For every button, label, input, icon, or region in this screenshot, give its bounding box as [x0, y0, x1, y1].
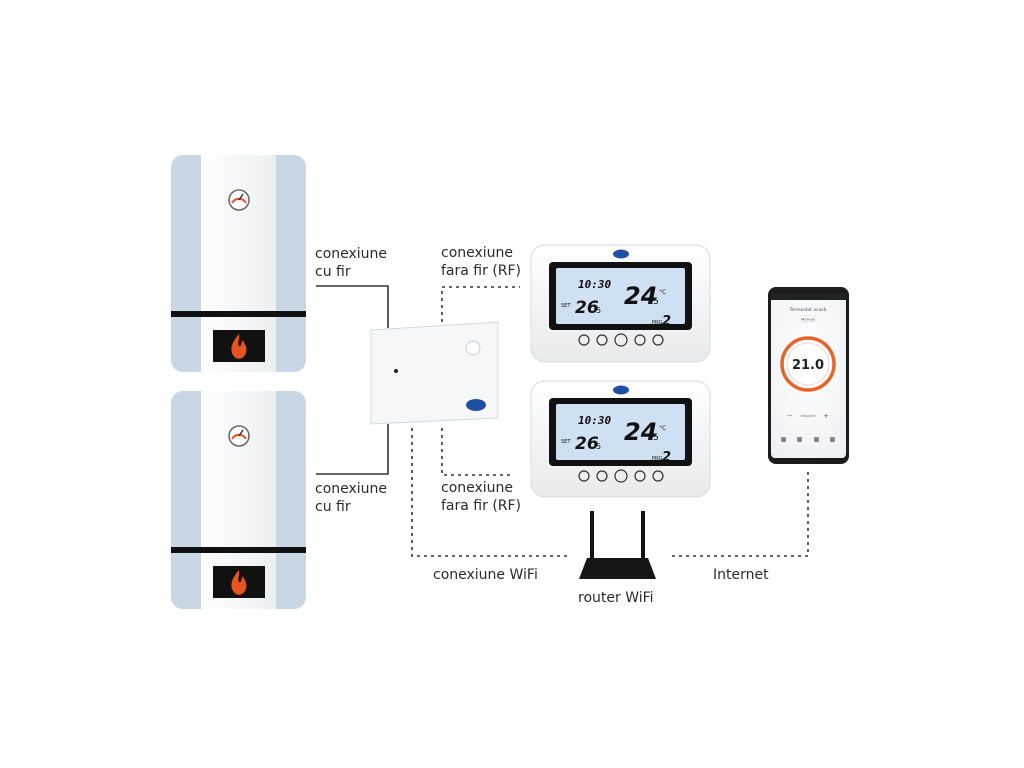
wired-line-bottom	[316, 424, 389, 475]
lcd-unit: °C	[659, 425, 666, 432]
lcd-set-temp-decimal: 5	[653, 297, 659, 307]
pni-logo-icon	[466, 399, 486, 411]
thermostat-top	[530, 244, 711, 363]
wired-line-top	[316, 285, 389, 328]
p-button[interactable]	[578, 470, 590, 482]
m-button[interactable]	[596, 470, 608, 482]
down-button[interactable]	[634, 470, 646, 482]
pni-logo-icon	[613, 249, 629, 259]
plus-button[interactable]: +	[823, 412, 829, 420]
lcd-display-top: 10:30 SET 26 5 24 5 °C PRG 2	[561, 278, 671, 329]
gauge-icon	[228, 425, 250, 447]
lcd-room-temp: 26	[575, 434, 599, 454]
thermostat-buttons	[578, 469, 664, 483]
stats-icon[interactable]	[797, 437, 802, 442]
settings-icon[interactable]	[830, 437, 835, 442]
temperature-dial[interactable]	[780, 336, 836, 392]
pni-logo-icon	[613, 385, 629, 395]
lcd-time: 10:30	[578, 278, 611, 291]
lcd-room-temp-decimal: 5	[596, 442, 601, 451]
minus-button[interactable]: −	[787, 412, 793, 420]
antenna-left	[590, 511, 594, 561]
lcd-set-temp: 24	[624, 282, 657, 310]
flame-icon	[231, 570, 247, 595]
setpoint-label: Setpoint	[800, 414, 816, 418]
phone-temperature: 21.0	[792, 358, 824, 373]
receiver-box	[370, 321, 499, 425]
thermostat-bottom	[530, 380, 711, 498]
thermostat-buttons	[578, 333, 664, 347]
lcd-program-label: PRG	[652, 320, 662, 326]
up-button[interactable]	[652, 334, 664, 346]
antenna-right	[641, 511, 645, 561]
router-label: router WiFi	[578, 590, 654, 606]
mode-badge[interactable]: Manual	[801, 317, 815, 322]
lcd-unit: °C	[659, 289, 666, 296]
power-button[interactable]	[614, 469, 628, 483]
flame-icon	[231, 334, 247, 359]
receiver-button	[465, 340, 481, 356]
wired-label-bottom-line2: cu fir	[315, 499, 351, 515]
lcd-program-number: 2	[662, 314, 671, 329]
rf-line-bottom	[441, 428, 514, 476]
wired-label-bottom-line1: conexiune	[315, 481, 388, 497]
phone-nav-icons	[781, 437, 835, 442]
p-button[interactable]	[578, 334, 590, 346]
power-button[interactable]	[614, 333, 628, 347]
boiler-top	[171, 155, 306, 372]
internet-line	[672, 470, 809, 557]
lcd-room-temp-decimal: 5	[596, 306, 601, 315]
internet-label: Internet	[713, 567, 769, 583]
smartphone: Termostat acasă Manual 21.0 − Setpoint +	[768, 287, 849, 464]
schedule-icon[interactable]	[814, 437, 819, 442]
up-button[interactable]	[652, 470, 664, 482]
wired-label-top-line2: cu fir	[315, 264, 351, 280]
wifi-router	[579, 511, 656, 579]
down-button[interactable]	[634, 334, 646, 346]
lcd-set-temp-decimal: 5	[653, 433, 659, 443]
lcd-room-temp: 26	[575, 298, 599, 318]
m-button[interactable]	[596, 334, 608, 346]
wired-label-top-line1: conexiune	[315, 246, 388, 262]
wifi-line	[411, 428, 568, 557]
lcd-set-temp: 24	[624, 418, 657, 446]
led-indicator	[394, 369, 398, 373]
lcd-display-bottom: 10:30 SET 26 5 24 5 °C PRG 2	[561, 414, 671, 465]
connection-lines	[316, 285, 809, 557]
rf-line-top	[441, 286, 520, 322]
lcd-program-number: 2	[662, 450, 671, 465]
wifi-connection-label: conexiune WiFi	[433, 567, 538, 583]
boiler-bottom	[171, 391, 306, 609]
rf-label-bottom-line2: fara fir (RF)	[441, 498, 522, 514]
gauge-icon	[228, 189, 250, 211]
lcd-set-label: SET	[561, 439, 571, 445]
app-title: Termostat acasă	[789, 307, 827, 313]
home-icon[interactable]	[781, 437, 786, 442]
lcd-program-label: PRG	[652, 456, 662, 462]
rf-label-top-line1: conexiune	[441, 245, 514, 261]
rf-label-bottom-line1: conexiune	[441, 480, 514, 496]
lcd-time: 10:30	[578, 414, 611, 427]
rf-label-top-line2: fara fir (RF)	[441, 263, 522, 279]
lcd-set-label: SET	[561, 303, 571, 309]
